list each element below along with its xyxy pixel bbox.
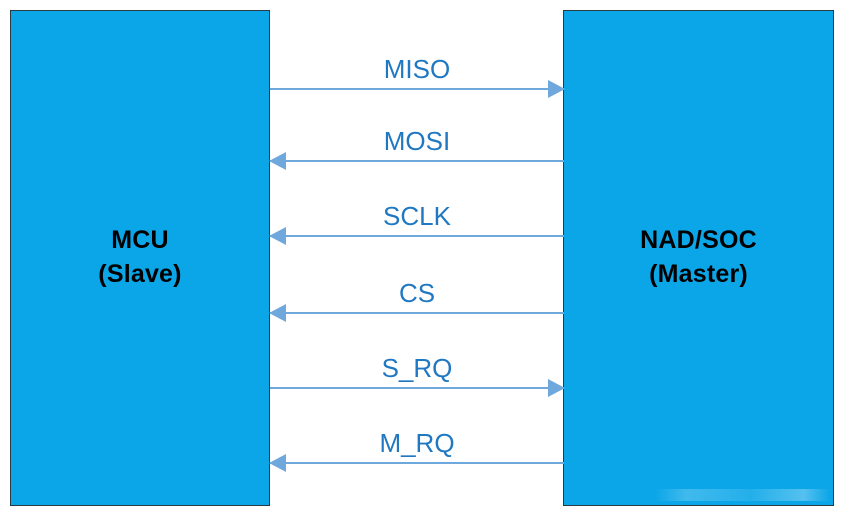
block-mcu[interactable]: MCU (Slave) bbox=[10, 10, 270, 506]
arrow-left-icon bbox=[269, 227, 286, 245]
arrow-right-icon bbox=[548, 80, 565, 98]
signal-cs-line bbox=[270, 312, 564, 314]
signal-mosi-label: MOSI bbox=[383, 126, 451, 156]
signal-sclk-line bbox=[270, 235, 564, 237]
arrow-left-icon bbox=[269, 152, 286, 170]
arrow-right-icon bbox=[548, 379, 565, 397]
signal-m-rq-label: M_RQ bbox=[379, 428, 455, 458]
signal-m-rq-line bbox=[270, 462, 564, 464]
arrow-left-icon bbox=[269, 304, 286, 322]
block-nad-soc-name: NAD/SOC bbox=[640, 226, 757, 255]
signal-miso-line bbox=[270, 88, 564, 90]
arrow-left-icon bbox=[269, 454, 286, 472]
block-mcu-role: (Slave) bbox=[98, 260, 182, 288]
signal-mosi-line bbox=[270, 160, 564, 162]
block-nad-soc[interactable]: NAD/SOC (Master) bbox=[563, 10, 834, 506]
signal-cs-label: CS bbox=[398, 278, 436, 308]
signal-miso-label: MISO bbox=[383, 54, 451, 84]
signal-s-rq-label: S_RQ bbox=[381, 353, 453, 383]
block-mcu-name: MCU bbox=[111, 226, 169, 255]
block-nad-soc-role: (Master) bbox=[649, 260, 748, 288]
signal-sclk-label: SCLK bbox=[383, 201, 451, 231]
signal-s-rq-line bbox=[270, 387, 564, 389]
